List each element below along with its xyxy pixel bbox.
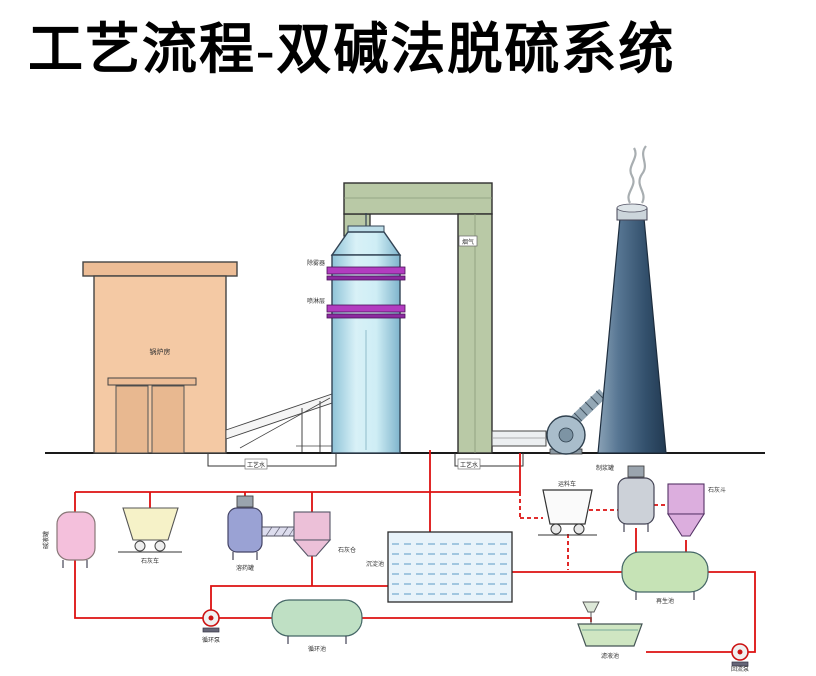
feed-conveyor	[225, 393, 333, 452]
slurry-tank: 制浆罐	[596, 464, 655, 532]
filtrate-basin: 滤液池	[577, 601, 643, 660]
return-pump: 回流泵	[731, 643, 749, 673]
regeneration-tank: 再生池	[621, 551, 709, 605]
pipe-regen-out	[708, 571, 756, 653]
spray-band-upper	[326, 266, 406, 281]
label-building: 锅炉房	[150, 347, 171, 356]
flue-duct: 烟气	[343, 182, 547, 454]
label-filtrate-basin: 滤液池	[601, 652, 619, 660]
circulation-pump: 循环泵	[202, 609, 220, 644]
pipe-left-loop	[74, 560, 203, 619]
pipes-dashed	[519, 492, 668, 570]
absorption-tower: 除雾器 喷淋层	[307, 213, 406, 454]
smoke	[627, 145, 647, 204]
dissolving-tank: 溶药罐	[227, 495, 263, 572]
label-circulation-tank: 循环池	[308, 645, 326, 653]
underground-water-pipes: 工艺水 工艺水	[207, 453, 524, 470]
spray-band-lower	[326, 304, 406, 319]
duct-to-fan	[491, 430, 547, 447]
label-regeneration-tank: 再生池	[656, 597, 674, 605]
lime-cart: 石灰车	[118, 507, 182, 565]
label-process-water-2: 工艺水	[460, 461, 478, 469]
transfer-cart: 运料车	[538, 480, 597, 536]
label-lime-bin: 石灰斗	[708, 486, 726, 494]
label-lime-cart: 石灰车	[141, 557, 159, 565]
label-demister: 除雾器	[307, 259, 325, 267]
label-transfer-cart: 运料车	[558, 480, 576, 488]
circulation-tank: 循环池	[271, 599, 363, 653]
pipe-pool-left	[210, 585, 390, 610]
alkali-tank: 碱液罐	[42, 511, 96, 568]
label-return-pump: 回流泵	[731, 665, 749, 673]
label-process-water-1: 工艺水	[247, 461, 265, 469]
fan-hub	[558, 427, 574, 443]
label-alkali-tank: 碱液罐	[42, 531, 50, 549]
screw-conveyor	[261, 526, 295, 537]
label-spray-layer: 喷淋层	[307, 297, 325, 305]
label-settling-pool: 沉淀池	[366, 560, 384, 568]
label-flue-gas: 烟气	[462, 238, 474, 246]
chimney	[597, 145, 667, 454]
settling-pool: 沉淀池	[366, 531, 513, 603]
induced-draft-fan	[546, 389, 607, 455]
label-slurry-tank: 制浆罐	[596, 464, 614, 472]
label-lime-hopper: 石灰仓	[338, 546, 356, 554]
pipe-branches	[74, 492, 313, 512]
pipe-circ-out	[362, 617, 592, 622]
label-circulation-pump: 循环泵	[202, 636, 220, 644]
label-dissolving-tank: 溶药罐	[236, 564, 254, 572]
lime-bin: 石灰斗	[666, 483, 726, 537]
boiler-building: 锅炉房	[82, 261, 238, 454]
lime-hopper: 石灰仓	[292, 511, 356, 557]
page-title: 工艺流程-双碱法脱硫系统	[28, 19, 676, 80]
